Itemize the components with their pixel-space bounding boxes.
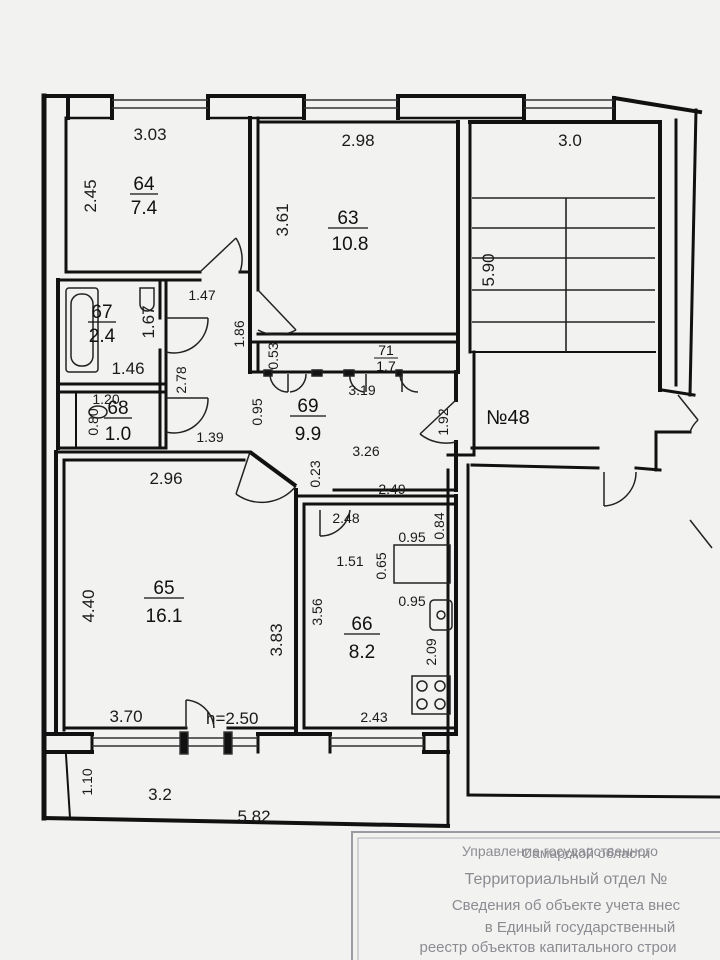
room-number: 65	[153, 578, 174, 599]
dimension-label: 2.49	[378, 481, 405, 497]
room-number: 68	[107, 398, 128, 419]
dimension-label: 0.23	[307, 460, 323, 487]
room-area: 7.4	[131, 198, 158, 219]
stove-icon	[411, 675, 451, 715]
dimension-label: 0.95	[398, 593, 425, 609]
stamp-line: в Единый государственный	[485, 919, 676, 936]
dimension-label: 2.98	[341, 131, 374, 150]
dimension-label: 1.86	[231, 320, 247, 347]
room-number: 63	[337, 208, 358, 229]
dimension-label: 3.61	[273, 203, 292, 236]
dimension-label: 3.83	[267, 623, 286, 656]
sink-icon	[139, 287, 155, 312]
dimension-label: 1.46	[111, 359, 144, 378]
dimension-label: 2.43	[360, 709, 387, 725]
toilet-icon	[88, 405, 108, 419]
dimension-label: 1.67	[139, 305, 158, 338]
room-67-label: 67 2.4	[88, 302, 116, 347]
stamp-line: реестр объектов капитального строи	[419, 939, 676, 956]
windows	[92, 99, 614, 755]
doors	[165, 237, 713, 729]
room-area: 16.1	[146, 606, 183, 627]
dimension-label: 1.39	[196, 429, 223, 445]
dimension-label: 1.51	[336, 553, 363, 569]
room-number: 67	[91, 302, 112, 323]
dimension-labels: 3.03 2.45 2.98 3.61 3.0 5.90 1.47 1.67 1…	[79, 125, 582, 826]
dimension-label: 2.09	[423, 638, 439, 665]
dimension-label: 3.70	[109, 707, 142, 726]
room-64-label: 64 7.4	[130, 174, 158, 219]
dimension-label: 1.10	[79, 768, 95, 795]
dimension-label: 0.95	[249, 398, 265, 425]
dimension-label: 2.45	[81, 179, 100, 212]
room-number: 66	[351, 614, 372, 635]
flat-number: №48	[486, 407, 530, 429]
room-area: 10.8	[332, 234, 369, 255]
staircase	[472, 197, 655, 352]
dimension-label: 2.96	[149, 469, 182, 488]
room-area: 1.7	[376, 358, 396, 374]
room-area: 1.0	[105, 424, 131, 445]
dimension-label: 1.47	[188, 287, 215, 303]
bathtub-icon	[65, 287, 99, 373]
room-area: 9.9	[295, 424, 321, 445]
dimension-label: 3.0	[558, 131, 582, 150]
stamp-line: Сведения об объекте учета внес	[452, 897, 681, 914]
dimension-label: 4.40	[79, 589, 98, 622]
dimension-label: 0.84	[431, 512, 447, 539]
dimension-label: 3.19	[348, 382, 375, 398]
dimension-label: 5.90	[479, 253, 498, 286]
registry-stamp: Управление государственного Самарской об…	[351, 831, 720, 960]
dimension-label: 0.80	[85, 408, 101, 435]
room-68-label: 68 1.0	[104, 398, 132, 445]
room-63-label: 63 10.8	[328, 208, 368, 255]
room-area: 2.4	[89, 326, 116, 347]
fixtures	[65, 287, 453, 715]
dimension-label: 3.56	[309, 598, 325, 625]
room-area: 8.2	[349, 642, 375, 663]
dimension-label: 5.82	[237, 807, 270, 826]
dimension-label: 2.78	[173, 366, 189, 393]
stamp-line: Управление государственного	[462, 843, 658, 859]
room-65-label: 65 16.1	[144, 578, 184, 627]
kitchen-sink-icon	[429, 599, 453, 631]
dimension-label: 0.65	[373, 552, 389, 579]
room-number: 71	[378, 342, 394, 358]
room-number: 69	[297, 396, 318, 417]
dimension-label: 0.95	[398, 529, 425, 545]
dimension-label: 3.03	[133, 125, 166, 144]
dimension-label: 3.2	[148, 785, 172, 804]
dimension-label: 1.20	[92, 391, 119, 407]
room-labels: 64 7.4 63 10.8 67 2.4 68 1.0 69 9.9 71 1…	[88, 174, 530, 728]
room-number: 64	[133, 174, 155, 195]
room-69-label: 69 9.9	[290, 396, 326, 445]
stamp-line: Самарской области	[522, 845, 650, 861]
ceiling-height: h=2.50	[206, 709, 258, 728]
room-71-label: 71 1.7	[374, 342, 398, 374]
dimension-label: 3.26	[352, 443, 379, 459]
dimension-label: 1.92	[435, 408, 451, 435]
dimension-label: 2.48	[332, 510, 359, 526]
stamp-line: Территориальный отдел №	[465, 871, 668, 888]
dimension-label: 0.53	[265, 342, 281, 369]
room-66-label: 66 8.2	[344, 614, 380, 663]
